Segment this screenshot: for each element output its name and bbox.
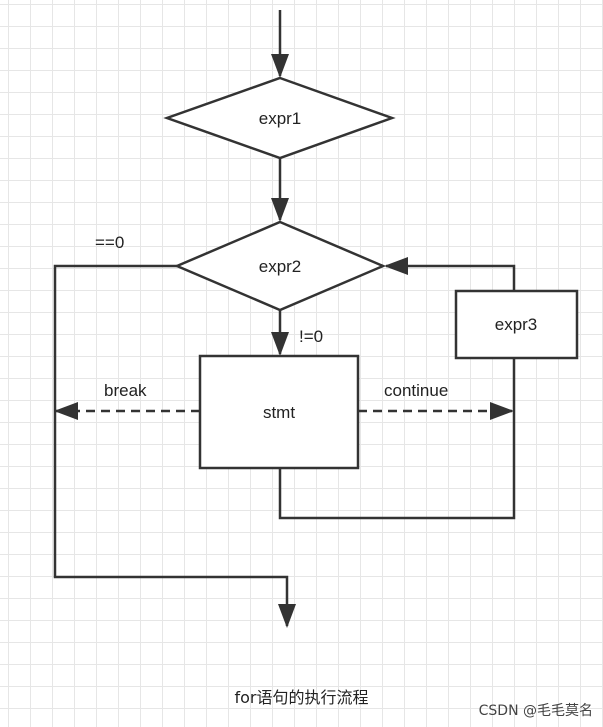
expr3-box <box>454 289 579 360</box>
diagram-caption: for语句的执行流程 <box>234 688 369 707</box>
expr3-label: expr3 <box>495 315 538 334</box>
csdn-watermark: CSDN @毛毛莫名 <box>478 703 593 719</box>
false-branch-label: ==0 <box>95 233 124 252</box>
true-branch-label: !=0 <box>299 327 323 346</box>
stmt-box <box>198 354 360 470</box>
for-loop-flowchart: expr1 expr2 ==0 !=0 stmt break continue … <box>53 10 579 628</box>
false-exit-path <box>53 264 296 628</box>
expr1-label: expr1 <box>259 109 302 128</box>
stmt-to-expr3-path <box>278 358 516 520</box>
expr3-to-expr2-arrow <box>384 257 516 291</box>
break-label: break <box>104 381 147 400</box>
continue-label: continue <box>384 381 448 400</box>
stmt-label: stmt <box>263 403 295 422</box>
expr2-label: expr2 <box>259 257 302 276</box>
